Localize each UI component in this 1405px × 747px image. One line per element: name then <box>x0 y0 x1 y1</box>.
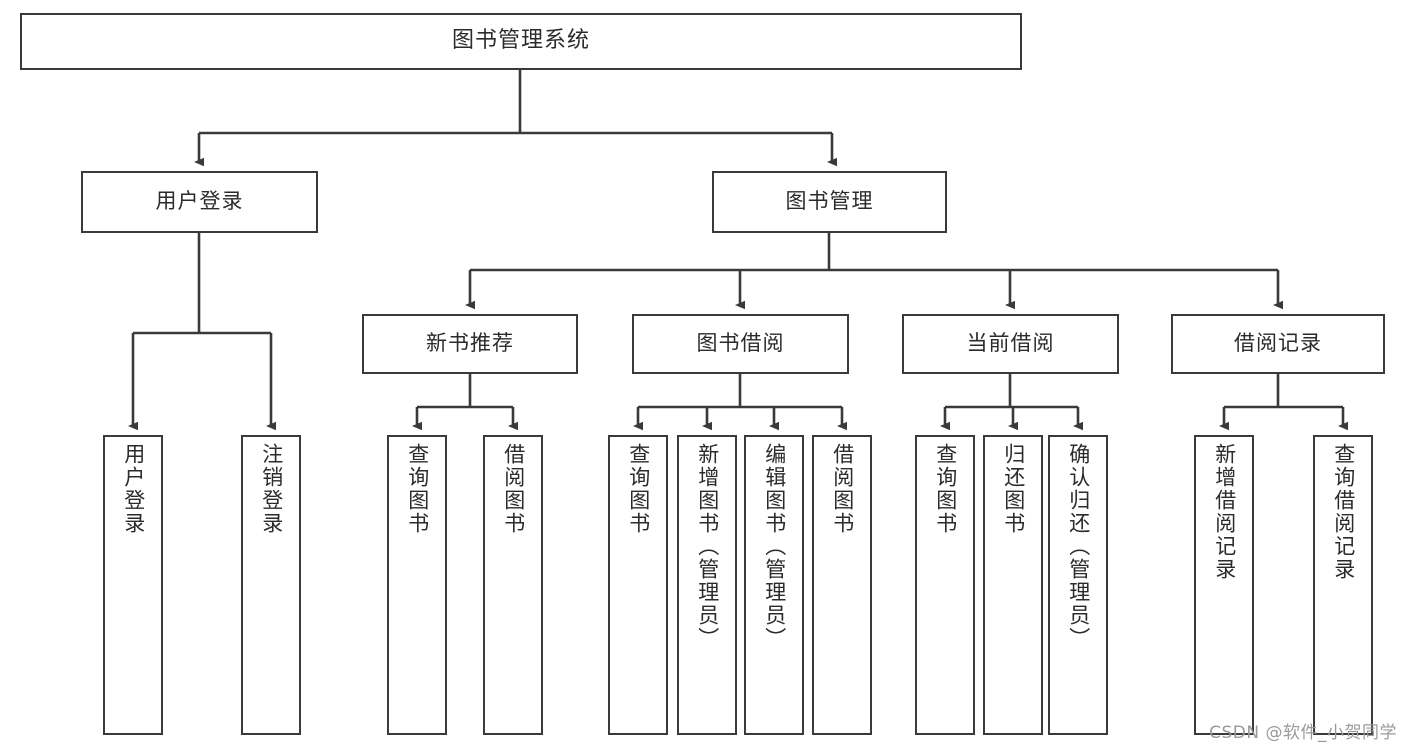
node-label: 用户登录 <box>121 443 146 535</box>
leaf-user-login-login[interactable]: 用户登录 <box>103 435 163 735</box>
leaf-current-borrow-confirm-return-admin[interactable]: 确认归还（管理员） <box>1048 435 1108 735</box>
node-root-book-management-system[interactable]: 图书管理系统 <box>20 13 1022 70</box>
node-label: 新书推荐 <box>426 331 514 356</box>
node-label: 查询图书 <box>933 443 958 535</box>
csdn-watermark: CSDN @软件_小贺同学 <box>1209 723 1397 743</box>
leaf-book-borrow-add-book-admin[interactable]: 新增图书（管理员） <box>677 435 737 735</box>
node-label: 新增借阅记录 <box>1212 443 1237 581</box>
node-label: 归还图书 <box>1001 443 1026 535</box>
node-label: 借阅图书 <box>501 443 526 535</box>
node-book-management[interactable]: 图书管理 <box>712 171 947 233</box>
leaf-current-borrow-return-book[interactable]: 归还图书 <box>983 435 1043 735</box>
node-label: 查询图书 <box>626 443 651 535</box>
node-label: 借阅图书 <box>830 443 855 535</box>
leaf-book-borrow-borrow-book[interactable]: 借阅图书 <box>812 435 872 735</box>
node-label: 查询借阅记录 <box>1331 443 1356 581</box>
leaf-borrow-record-query-record[interactable]: 查询借阅记录 <box>1313 435 1373 735</box>
leaf-book-borrow-query-book[interactable]: 查询图书 <box>608 435 668 735</box>
node-label: 编辑图书（管理员） <box>762 443 787 650</box>
node-label: 新增图书（管理员） <box>695 443 720 650</box>
node-label: 图书管理系统 <box>451 28 590 54</box>
leaf-current-borrow-query-book[interactable]: 查询图书 <box>915 435 975 735</box>
node-current-borrow[interactable]: 当前借阅 <box>902 314 1119 374</box>
leaf-new-book-query-book[interactable]: 查询图书 <box>387 435 447 735</box>
node-label: 图书借阅 <box>696 331 785 356</box>
node-label: 用户登录 <box>155 189 244 214</box>
node-label: 确认归还（管理员） <box>1066 443 1091 650</box>
node-label: 当前借阅 <box>966 331 1055 356</box>
node-user-login[interactable]: 用户登录 <box>81 171 318 233</box>
node-label: 借阅记录 <box>1234 331 1322 356</box>
leaf-borrow-record-add-record[interactable]: 新增借阅记录 <box>1194 435 1254 735</box>
node-label: 图书管理 <box>785 189 874 214</box>
node-label: 注销登录 <box>259 443 284 535</box>
leaf-new-book-borrow-book[interactable]: 借阅图书 <box>483 435 543 735</box>
node-new-book-recommend[interactable]: 新书推荐 <box>362 314 578 374</box>
leaf-book-borrow-edit-book-admin[interactable]: 编辑图书（管理员） <box>744 435 804 735</box>
node-label: 查询图书 <box>405 443 430 535</box>
node-book-borrow[interactable]: 图书借阅 <box>632 314 849 374</box>
leaf-user-login-logout[interactable]: 注销登录 <box>241 435 301 735</box>
node-borrow-record[interactable]: 借阅记录 <box>1171 314 1385 374</box>
